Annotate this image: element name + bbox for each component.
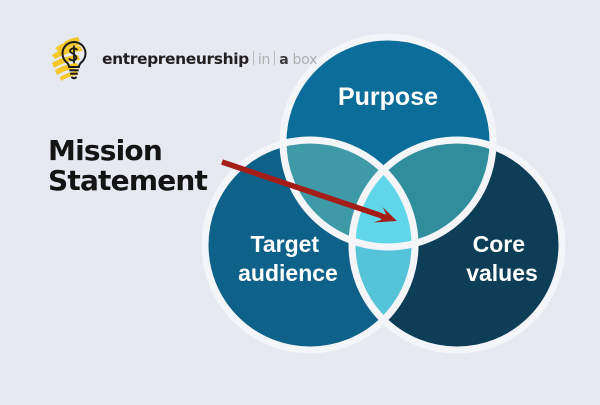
logo-word-in: in — [257, 52, 271, 68]
venn-label-target-audience: Target audience — [238, 231, 338, 286]
logo-divider — [252, 51, 254, 65]
venn-label-purpose: Purpose — [338, 83, 438, 111]
venn-label-core-values: Core values — [466, 231, 538, 286]
brand-logo[interactable]: entrepreneurship in a box — [50, 33, 317, 85]
logo-word-entrepreneurship: entrepreneurship — [102, 50, 249, 68]
venn-ring-target-audience — [201, 136, 419, 354]
page-title: Mission Statement — [48, 134, 208, 198]
logo-word-a: a — [279, 52, 289, 68]
lightbulb-dollar-icon — [50, 34, 98, 84]
logo-word-box: box — [292, 52, 318, 68]
venn-ring-core-values — [348, 136, 566, 354]
logo-divider-2 — [274, 51, 276, 65]
brand-wordmark: entrepreneurship in a box — [102, 50, 317, 68]
